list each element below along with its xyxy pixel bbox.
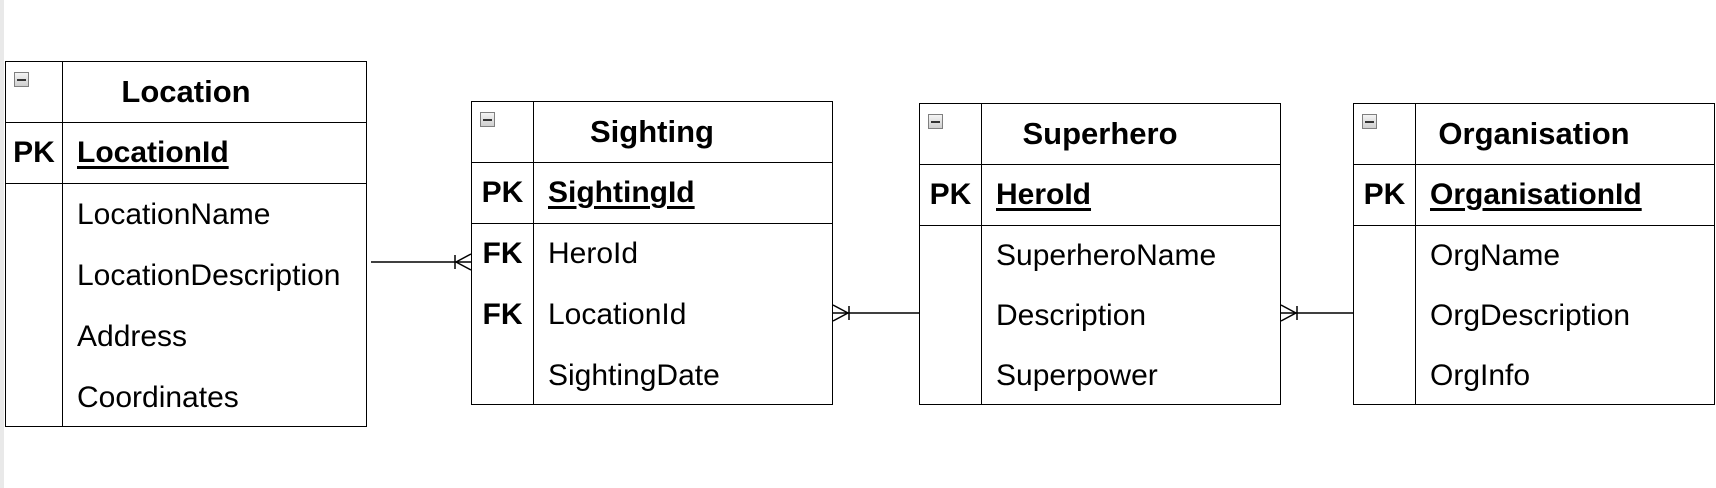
- column-divider: [62, 62, 63, 426]
- entity-title: Superhero: [1022, 116, 1178, 151]
- attribute-row[interactable]: OrgName: [1354, 226, 1714, 286]
- entity-header[interactable]: Organisation: [1354, 104, 1714, 165]
- pk-row[interactable]: PK LocationId: [6, 123, 366, 184]
- column-divider: [533, 102, 534, 404]
- key-label: PK: [929, 178, 972, 211]
- entity-title: Sighting: [590, 114, 714, 149]
- attribute-field: SightingDate: [548, 358, 720, 392]
- primary-key-field: LocationId: [77, 136, 229, 169]
- entity-title: Location: [121, 74, 251, 109]
- attribute-field: OrgName: [1430, 239, 1561, 272]
- attribute-field: Description: [996, 299, 1147, 332]
- attribute-row[interactable]: Address: [6, 306, 366, 367]
- primary-key-field: HeroId: [996, 178, 1092, 211]
- attribute-row[interactable]: OrgDescription: [1354, 286, 1714, 346]
- attribute-field: OrgInfo: [1430, 359, 1531, 392]
- primary-key-field: OrganisationId: [1430, 178, 1642, 211]
- key-label: PK: [1363, 178, 1406, 211]
- entity-header[interactable]: Sighting: [472, 102, 832, 163]
- pk-row[interactable]: PK HeroId: [920, 165, 1280, 226]
- attribute-row[interactable]: SuperheroName: [920, 226, 1280, 286]
- key-label: FK: [482, 237, 523, 270]
- fk-row[interactable]: FK HeroId: [472, 224, 832, 284]
- entity-location[interactable]: Location PK LocationId LocationName Loca…: [5, 61, 367, 427]
- attribute-row[interactable]: LocationDescription: [6, 245, 366, 306]
- attribute-field: Address: [77, 319, 188, 353]
- entity-organisation[interactable]: Organisation PK OrganisationId OrgName O…: [1353, 103, 1715, 405]
- attribute-field: LocationName: [77, 197, 271, 231]
- collapse-icon[interactable]: [928, 114, 943, 129]
- column-divider: [981, 104, 982, 404]
- foreign-key-field: LocationId: [548, 297, 687, 331]
- attribute-row[interactable]: LocationName: [6, 184, 366, 245]
- key-label: PK: [481, 176, 524, 209]
- entity-sighting[interactable]: Sighting PK SightingId FK HeroId FK Loca…: [471, 101, 833, 405]
- attribute-field: Superpower: [996, 359, 1158, 392]
- attribute-row[interactable]: Superpower: [920, 346, 1280, 406]
- attribute-field: Coordinates: [77, 380, 239, 414]
- attribute-row[interactable]: OrgInfo: [1354, 346, 1714, 406]
- relationship-organisation-superhero[interactable]: [1280, 304, 1353, 322]
- attribute-field: SuperheroName: [996, 239, 1217, 272]
- foreign-key-field: HeroId: [548, 237, 639, 270]
- relationship-location-sighting[interactable]: [371, 253, 472, 271]
- entity-superhero[interactable]: Superhero PK HeroId SuperheroName Descri…: [919, 103, 1281, 405]
- attribute-field: OrgDescription: [1430, 299, 1631, 332]
- column-divider: [1415, 104, 1416, 404]
- collapse-icon[interactable]: [14, 72, 29, 87]
- entity-header[interactable]: Location: [6, 62, 366, 123]
- key-label: PK: [13, 136, 55, 169]
- key-label: FK: [482, 297, 523, 331]
- attribute-row[interactable]: Description: [920, 286, 1280, 346]
- attribute-row[interactable]: SightingDate: [472, 345, 832, 406]
- relationship-superhero-sighting[interactable]: [832, 304, 919, 322]
- entity-title: Organisation: [1438, 116, 1630, 151]
- attribute-row[interactable]: Coordinates: [6, 367, 366, 428]
- attribute-field: LocationDescription: [77, 258, 341, 292]
- pk-row[interactable]: PK SightingId: [472, 163, 832, 224]
- pk-row[interactable]: PK OrganisationId: [1354, 165, 1714, 226]
- entity-header[interactable]: Superhero: [920, 104, 1280, 165]
- collapse-icon[interactable]: [480, 112, 495, 127]
- collapse-icon[interactable]: [1362, 114, 1377, 129]
- fk-row[interactable]: FK LocationId: [472, 284, 832, 345]
- canvas-left-edge: [0, 0, 4, 488]
- primary-key-field: SightingId: [548, 176, 695, 209]
